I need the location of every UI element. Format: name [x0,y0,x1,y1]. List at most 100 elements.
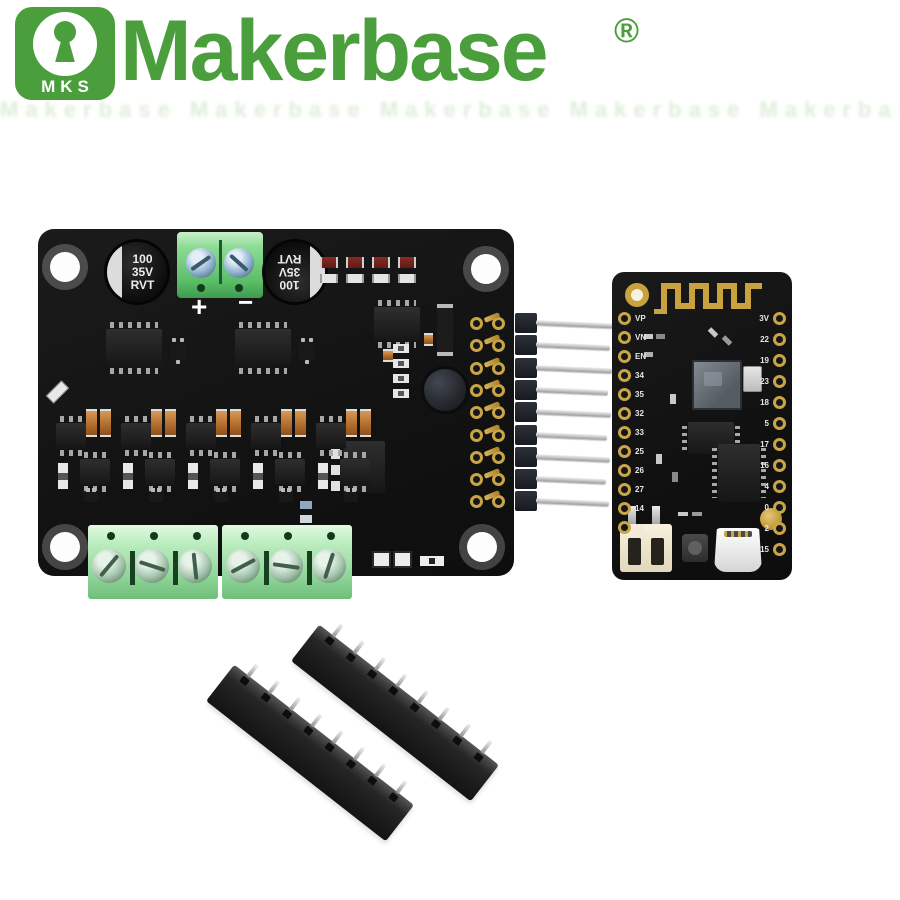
through-hole-pad [773,522,786,535]
smd-capacitor [151,409,162,437]
smd-capacitor [230,409,241,437]
pin-tail [458,723,472,738]
terminal-dot [235,284,243,292]
through-hole-pad [492,495,505,509]
through-hole-pad [618,464,631,477]
header-housing [515,424,537,445]
pin-label: VP [635,314,646,323]
pin-tail [331,623,344,638]
current-sense-resistor [253,463,263,489]
pin-tail [373,656,387,672]
pin-tail [395,673,408,688]
pin-tail [352,746,366,761]
header-housing [515,379,537,400]
pin-label: 3V [759,314,769,323]
pin-label: 33 [635,428,644,437]
smd-resistor [372,274,390,283]
driver-channel-cluster [314,407,376,503]
pin-tail [310,713,323,728]
driver-channel-cluster [54,407,116,503]
logo-circle [33,12,97,76]
pin-tail [288,696,302,712]
through-hole-pad [492,383,505,397]
motor-terminal-block [222,525,352,599]
pin-label: 16 [760,461,769,470]
pin-label: 19 [760,356,769,365]
header-pin [535,386,609,396]
diode [437,304,453,356]
smd-capacitor [281,409,292,437]
keyhole-stem [55,38,75,62]
current-sense-resistor [188,463,198,489]
pin-label: 5 [764,419,769,428]
sot23-transistor [170,338,186,364]
mosfet [145,452,175,492]
smd-resistor [393,389,409,398]
through-hole-pad [492,361,505,375]
through-hole-pad [470,473,483,487]
terminal-divider [219,240,222,284]
smd-capacitor [100,409,111,437]
current-sense-resistor [318,463,328,489]
pin-label: 22 [760,335,769,344]
cap-polarity-stripe [107,242,122,302]
smd-capacitor [372,257,390,268]
mosfet [121,416,151,456]
header-housing [515,446,537,467]
through-hole-pad [470,450,483,464]
mounting-hole [471,254,501,284]
terminal-screw [135,549,169,583]
sot23-transistor [149,488,163,502]
through-hole-pad [618,502,631,515]
driver-channel-cluster [184,407,246,503]
right-angle-header [38,229,615,576]
terminal-screw [226,549,260,583]
smd-component [420,556,444,566]
power-terminal-block [177,232,263,298]
terminal-screw [269,549,303,583]
smd-led [424,333,433,346]
pin-label: 12 [635,523,644,532]
pin-tail [395,779,408,795]
minus-marking: − [238,287,254,317]
sot23-transistor [299,338,315,364]
driver-ic [235,322,291,374]
through-hole-pad [492,339,505,353]
through-hole-pad [773,438,786,451]
through-hole-pad [773,501,786,514]
through-hole-pad [773,396,786,409]
through-hole-pad [470,339,483,353]
through-hole-pad [773,354,786,367]
jst-pin [628,506,636,526]
pin-tail [267,680,280,695]
through-hole-pad [773,459,786,472]
terminal-screw [312,549,346,583]
mks-logo: MKS [15,7,115,100]
jst-pin [652,506,660,526]
through-hole-pad [618,388,631,401]
smd-capacitor [398,257,416,268]
esp32-chip [692,360,742,410]
header-housing [515,402,537,423]
pin-label: 35 [635,390,644,399]
through-hole-pad [492,428,505,442]
header-pin [535,498,610,507]
smd-capacitor [320,257,338,268]
pin-tail [246,663,259,678]
through-hole-pad [618,407,631,420]
through-hole-pad [618,445,631,458]
pin-label: 34 [635,371,644,380]
smd-led [383,349,393,362]
through-hole-pad [492,450,505,464]
smd-capacitor [300,515,312,523]
header-housing [515,469,537,490]
through-hole-pad [773,480,786,493]
mounting-hole [50,252,80,282]
through-hole-pad [618,331,631,344]
watermark-text: Makerbase Makerbase Makerbase Makerbase … [0,97,900,122]
mounting-hole [50,532,80,562]
header-pin [535,453,611,463]
pin-tail [480,739,493,755]
cap-label: 100 35V RVT [130,251,155,292]
